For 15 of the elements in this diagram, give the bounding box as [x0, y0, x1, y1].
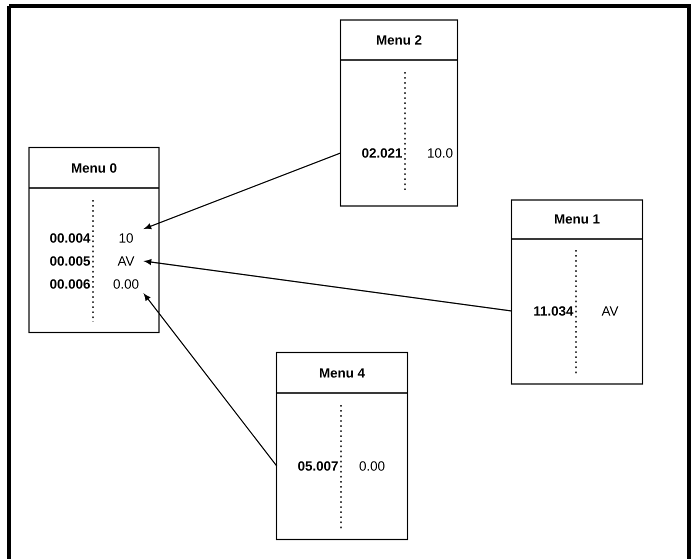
parameter-value: 10	[120, 233, 133, 243]
parameter-number: 00.005	[50, 256, 90, 266]
arrow	[144, 294, 278, 466]
parameter-value: 10.0	[428, 148, 452, 158]
parameter-value: 0.00	[114, 279, 138, 289]
parameter-value: 0.00	[360, 461, 384, 471]
parameter-number: 00.006	[50, 279, 90, 289]
parameter-value: AV	[602, 306, 618, 316]
parameter-number: 00.004	[50, 233, 90, 243]
parameter-number: 02.021	[362, 148, 402, 158]
arrow	[144, 152, 341, 230]
parameter-value: AV	[118, 256, 134, 266]
parameter-number: 05.007	[298, 461, 338, 471]
parameter-number: 11.034	[534, 306, 574, 316]
arrow	[144, 259, 512, 312]
